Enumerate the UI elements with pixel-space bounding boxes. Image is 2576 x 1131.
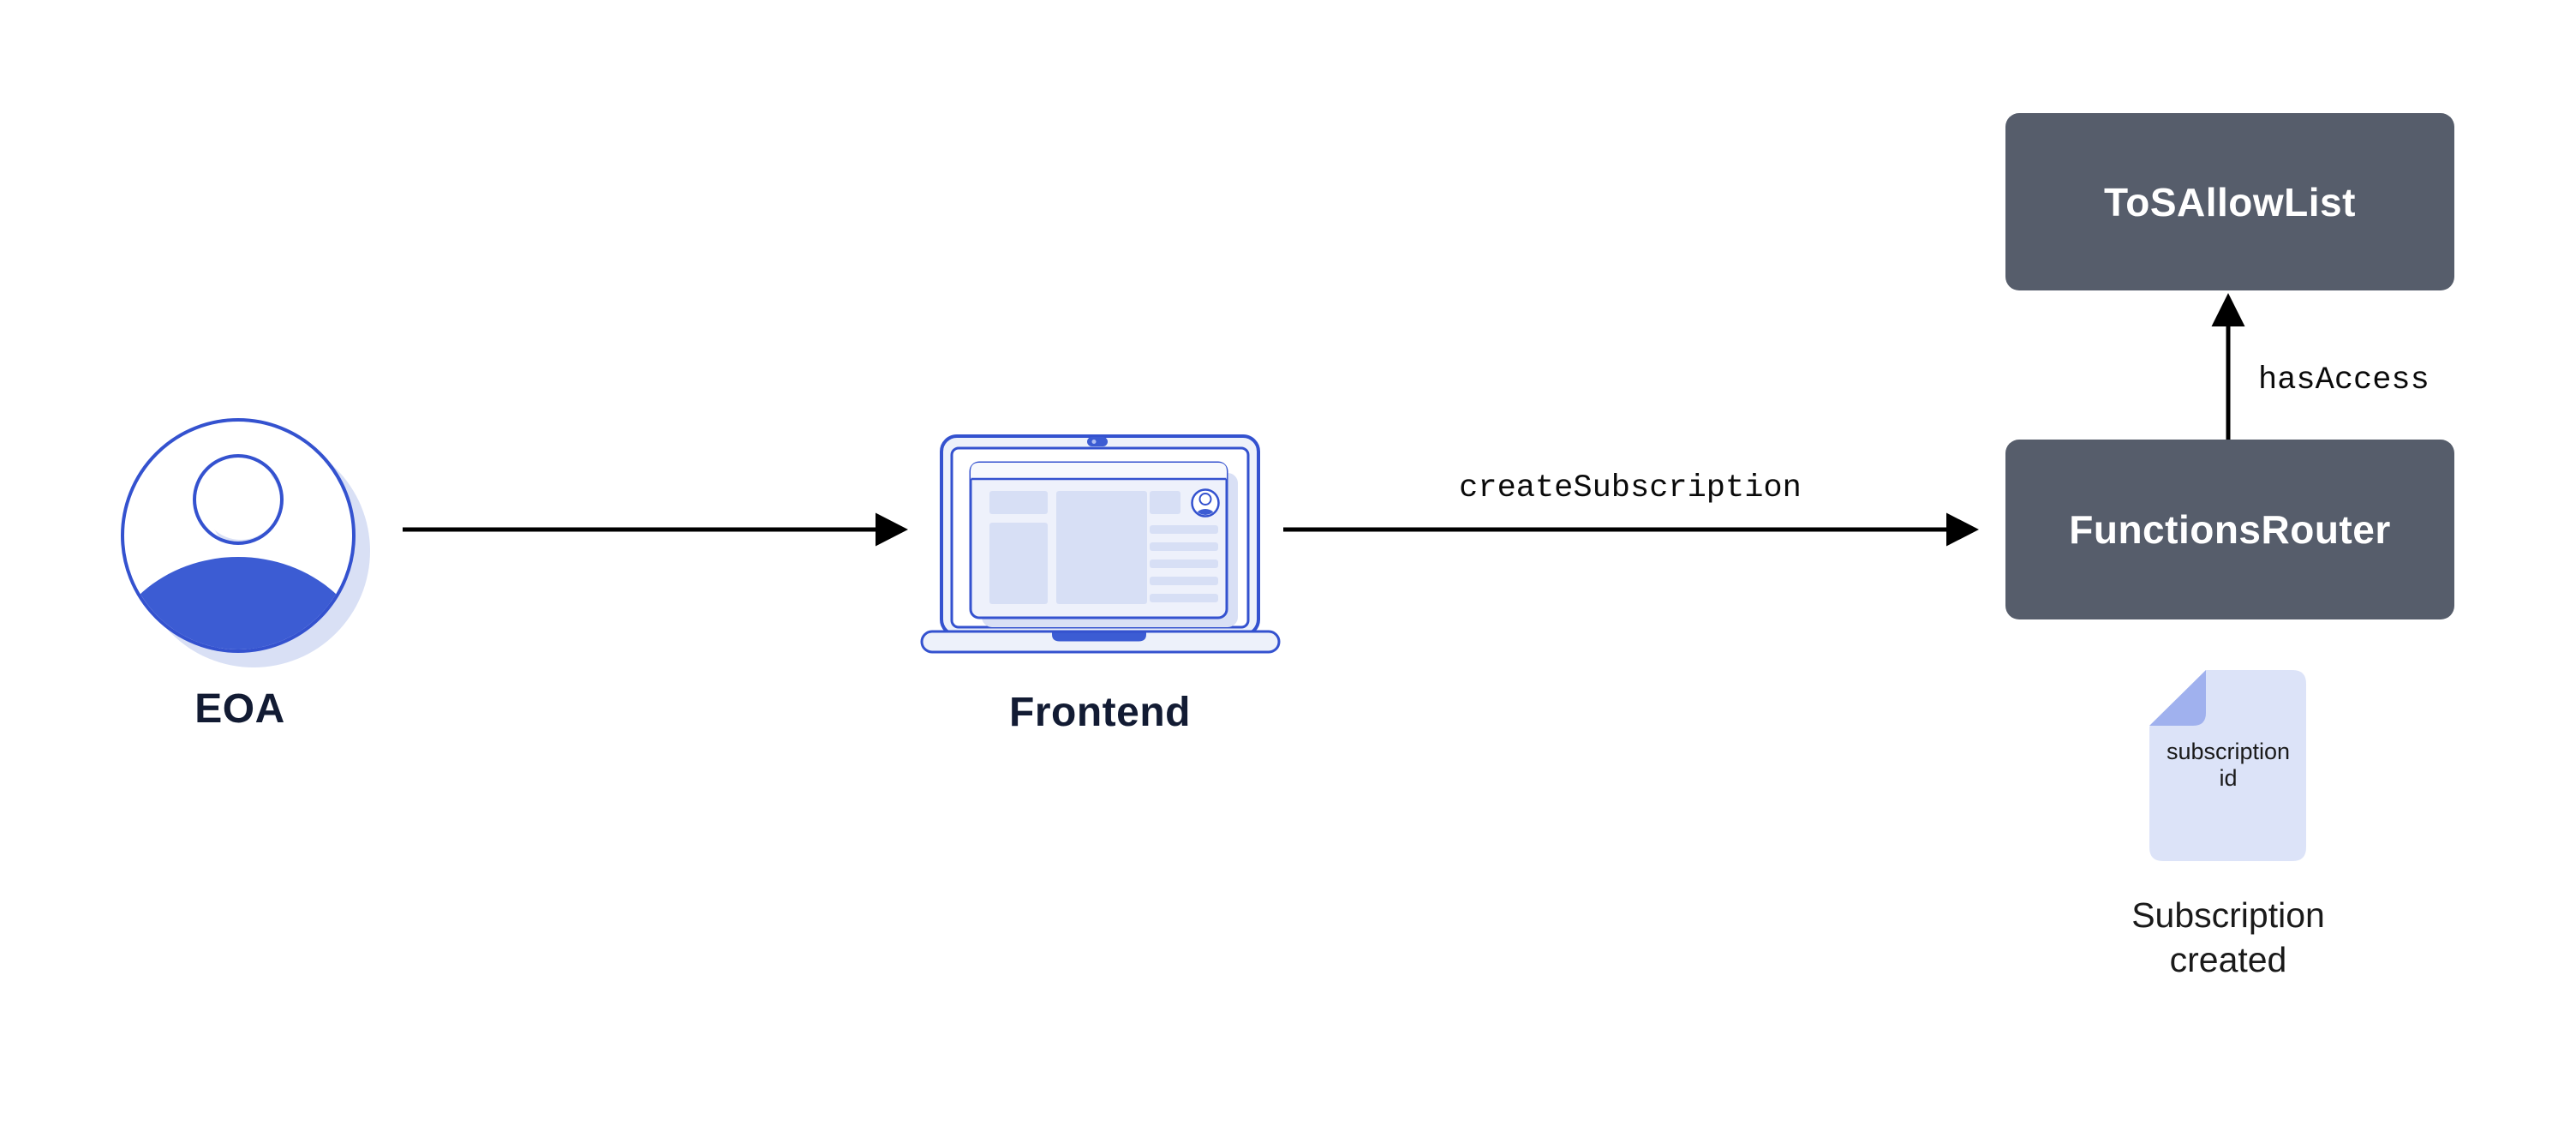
edge-eoa-to-frontend [403,512,908,547]
document-text: subscription id [2149,739,2307,792]
document-text-line1: subscription [2166,739,2291,764]
document-text-line2: id [2219,765,2238,791]
avatar-head-circle [193,454,284,545]
node-functions-router: FunctionsRouter [2005,440,2454,619]
edge-label-create-subscription: createSubscription [1459,470,1802,506]
functions-router-label: FunctionsRouter [2069,507,2391,552]
document-folded-corner [2149,670,2206,726]
browser-header-bar [971,463,1227,479]
laptop-camera-icon [1087,437,1108,446]
content-line [1150,525,1218,534]
content-block [1056,491,1147,604]
content-line [1150,594,1218,602]
arrowhead-right-icon [1946,512,1979,547]
content-block [989,523,1048,604]
content-line [1150,542,1218,551]
user-avatar-icon [121,418,370,667]
laptop-base-notch [1052,632,1146,642]
frontend-label: Frontend [1009,690,1191,735]
browser-user-avatar-shoulders [1195,509,1216,515]
tos-allow-list-label: ToSAllowList [2104,179,2356,224]
browser-content-placeholders [989,491,1218,604]
caption-line1: Subscription [2131,895,2325,935]
laptop-base [920,630,1281,654]
eoa-label: EOA [194,686,285,732]
arrowhead-right-icon [876,512,908,547]
subscription-created-caption: Subscription created [2091,893,2365,982]
document-icon [2149,670,2306,861]
edge-functions-router-to-tos-allow-list [2211,293,2245,440]
avatar-shoulders [124,557,352,649]
node-tos-allow-list: ToSAllowList [2005,113,2454,290]
edge-label-has-access: hasAccess [2258,362,2430,398]
edge-frontend-to-functions-router [1283,512,1979,547]
browser-user-avatar-icon [1191,488,1220,518]
caption-line2: created [2169,940,2287,979]
laptop-icon [920,434,1281,654]
content-block [989,491,1048,514]
laptop-camera-dot [1091,440,1097,444]
browser-user-avatar-head [1198,493,1212,506]
content-line [1150,577,1218,585]
content-block [1150,491,1180,514]
arrowhead-up-icon [2211,293,2245,326]
content-line [1150,560,1218,568]
